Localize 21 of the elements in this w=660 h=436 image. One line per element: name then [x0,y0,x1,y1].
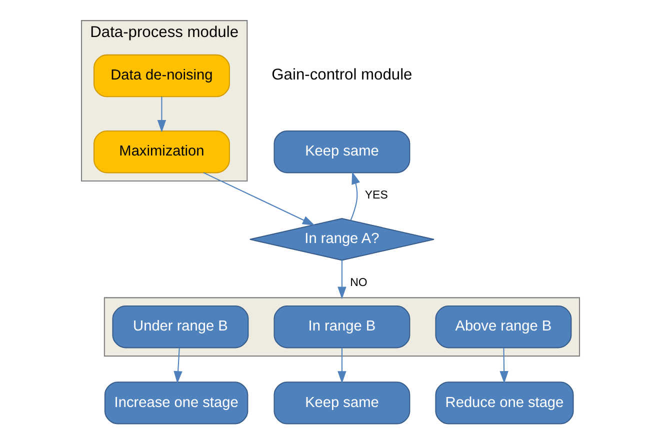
arrow [202,172,314,226]
label: Gain-control module [271,66,412,84]
arrow [337,260,346,300]
arrow [337,348,346,384]
node-box: Increase one stage [104,382,248,424]
edge-label: NO [350,277,367,290]
node-box: Keep same [273,382,410,424]
node-box: Reduce one stage [434,382,574,424]
cluster [103,297,580,357]
arrow [499,348,508,384]
node-box: Data de-noising [92,54,230,98]
arrow [156,96,166,132]
edge-label: YES [364,190,388,202]
node-box: Under range B [112,306,248,348]
node-box: Maximization [92,130,230,174]
arrow [350,172,360,220]
arrow [173,348,182,384]
node-diamond: In range A? [248,218,434,261]
node-box: Above range B [434,306,572,348]
node-box: In range B [273,306,410,348]
node-box: Keep same [273,130,410,174]
